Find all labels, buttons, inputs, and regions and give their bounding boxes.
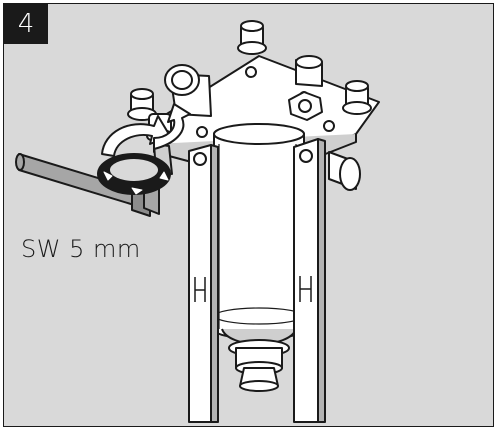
bottom-fitting [228,339,290,392]
support-bar-left [188,144,219,423]
tool-size-label: SW 5 mm [21,235,141,263]
port-right [328,151,361,191]
foot-right [342,80,372,115]
instruction-panel: 4 [3,3,494,427]
step-number-badge: 4 [4,4,48,44]
counterclockwise-arrows-icon [97,103,191,195]
foot-top [237,20,267,55]
port-upper [295,55,323,87]
assembly-illustration [15,20,380,423]
hex-nut-top [288,91,323,121]
port-left [164,64,212,117]
cartridge-body [213,123,305,345]
support-bar-right [293,138,326,423]
